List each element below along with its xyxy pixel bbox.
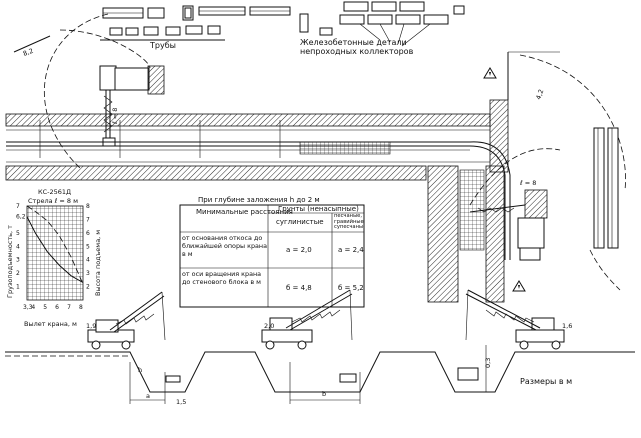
left-tick-label: 3 bbox=[16, 257, 20, 264]
x-tick-label: 5 bbox=[43, 304, 47, 311]
table-row-label: от основания откоса до ближайшей опоры к… bbox=[182, 234, 268, 258]
dim-a: a bbox=[146, 392, 150, 400]
x-tick-label: 6 bbox=[55, 304, 59, 311]
chart-plot-area bbox=[26, 205, 84, 301]
pipes-label: Трубы bbox=[149, 41, 176, 50]
capacity-curve bbox=[26, 216, 84, 283]
dim-b: b bbox=[322, 390, 326, 398]
chart-ylabel-right: Высота подъема, м bbox=[94, 230, 102, 296]
dim-0-3: 0,3 bbox=[484, 358, 492, 368]
dim-2-0: 2,0 bbox=[264, 322, 274, 330]
sizes-label: Размеры в м bbox=[520, 377, 572, 386]
table-row-label: от оси вращения крана до стенового блока… bbox=[182, 270, 262, 286]
chart-ylabel-left: Грузоподъемность, т bbox=[6, 225, 14, 298]
crane-section-2 bbox=[261, 289, 357, 383]
right-tick-label: 6 bbox=[86, 230, 90, 237]
x-tick-label: 3,3 bbox=[23, 304, 33, 311]
distance-table: При глубине заложения h до 2 м Минимальн… bbox=[179, 196, 365, 308]
concrete-parts-label-1: Железобетонные детали bbox=[300, 38, 407, 47]
table-col0-header: Минимальные расстояния bbox=[196, 208, 293, 216]
left-tick-label: 4 bbox=[16, 243, 20, 250]
crane-reach-arc-right bbox=[519, 54, 626, 191]
crane-top-view-left bbox=[99, 65, 165, 147]
table-cell: б = 5,2 bbox=[338, 284, 364, 292]
x-tick-label: 7 bbox=[67, 304, 71, 311]
chart-title: КС-2561Д bbox=[38, 188, 71, 196]
dim-1-6: 1,6 bbox=[562, 322, 572, 330]
table-col2-header: песчаные, гравийные, супесчаные bbox=[334, 214, 364, 231]
x-tick-label: 8 bbox=[79, 304, 83, 311]
left-tick-label: 2 bbox=[16, 270, 20, 277]
concrete-parts-label-2: непроходных коллекторов bbox=[300, 47, 414, 56]
pipe-stacks bbox=[100, 5, 291, 41]
warning-triangle-icon bbox=[512, 280, 526, 292]
left-tick-label: 1 bbox=[16, 284, 20, 291]
chart-xlabel: Вылет крана, м bbox=[24, 320, 77, 328]
table-cell: б = 4,8 bbox=[286, 284, 312, 292]
table-soils-header: Грунты (ненасыпные) bbox=[278, 205, 359, 213]
left-tick-label: 7 bbox=[16, 203, 20, 210]
dim-1-5: 1,5 bbox=[176, 398, 186, 406]
table-cell: a = 2,0 bbox=[286, 246, 312, 254]
crane-chart: КС-2561Д Стрела ℓ = 8 м Грузоподъемность… bbox=[6, 188, 102, 328]
dimension-line-8-2 bbox=[13, 35, 51, 53]
left-tick-label: 5 bbox=[16, 230, 20, 237]
crane-section-1 bbox=[87, 291, 181, 383]
concrete-parts-blocks bbox=[299, 1, 465, 47]
trench-plan bbox=[5, 99, 511, 303]
cross-sections bbox=[5, 289, 635, 404]
crane-reach-arc-left-2 bbox=[59, 29, 151, 69]
crane-section-3 bbox=[457, 289, 565, 381]
dim-1-9: 1,9 bbox=[86, 322, 96, 330]
right-tick-label: 7 bbox=[86, 216, 90, 223]
warning-triangle-icon bbox=[483, 67, 497, 79]
table-title: При глубине заложения h до 2 м bbox=[198, 196, 320, 204]
left-tick-label: 6,2 bbox=[16, 214, 26, 221]
dim-l8-right: ℓ = 8 bbox=[520, 179, 536, 187]
right-tick-label: 5 bbox=[86, 243, 90, 250]
ground-profile bbox=[5, 351, 635, 393]
table-col1-header: суглинистые bbox=[276, 218, 324, 226]
right-tick-label: 2 bbox=[86, 284, 90, 291]
chart-subtitle: Стрела ℓ = 8 м bbox=[28, 197, 78, 205]
table-cell: a = 2,4 bbox=[338, 246, 364, 254]
dim-8-2: 8,2 bbox=[22, 47, 34, 58]
x-tick-label: 4 bbox=[31, 304, 35, 311]
pipe-stack-right bbox=[593, 127, 619, 249]
crane-reach-arc-left bbox=[44, 13, 109, 169]
right-tick-label: 8 bbox=[86, 203, 90, 210]
table-frame bbox=[179, 204, 365, 308]
dim-h: h bbox=[138, 366, 142, 374]
dim-4-2: 4,2 bbox=[534, 88, 545, 100]
crane-top-view-right bbox=[469, 148, 561, 261]
right-tick-label: 3 bbox=[86, 270, 90, 277]
height-curve bbox=[26, 205, 84, 285]
right-tick-label: 4 bbox=[86, 257, 90, 264]
